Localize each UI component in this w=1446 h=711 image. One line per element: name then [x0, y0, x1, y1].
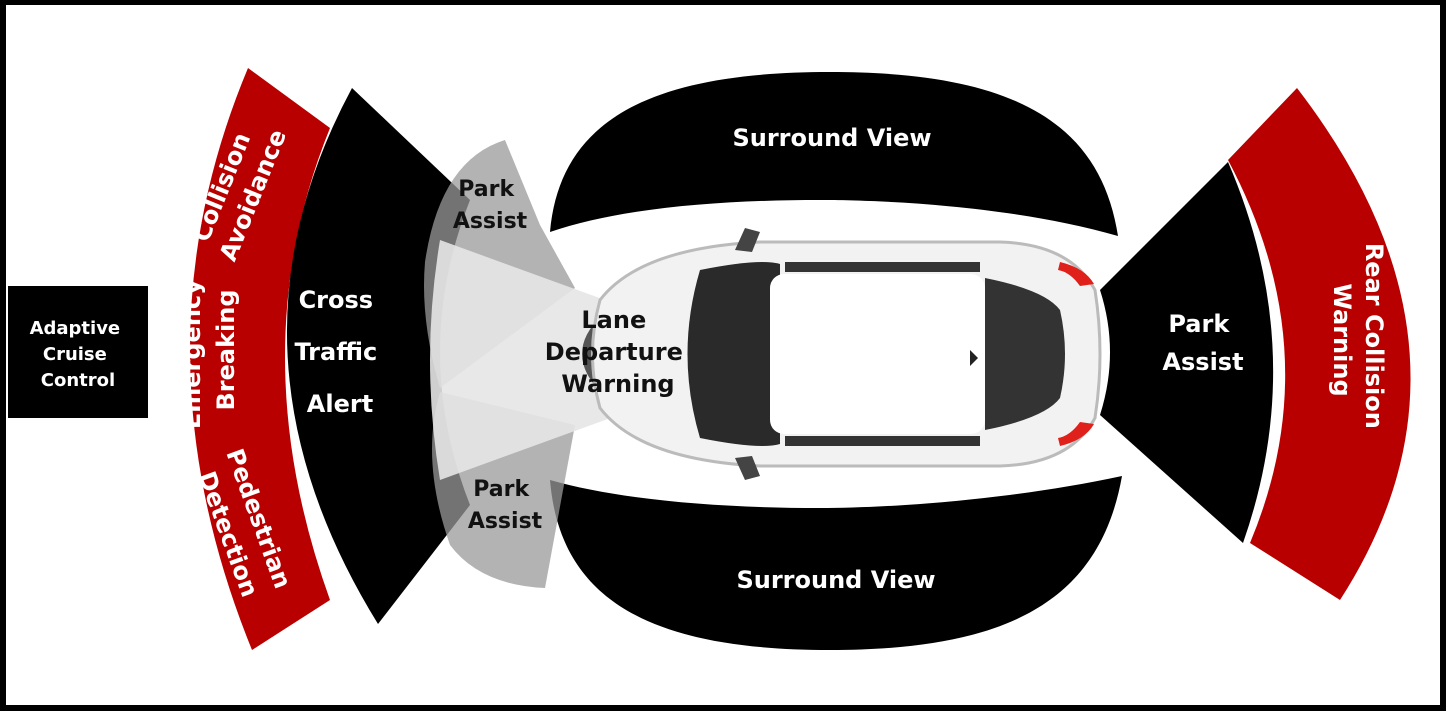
label-adaptive-cruise-control: Adaptive Cruise Control — [30, 318, 127, 391]
rear-park-assist-zone — [1100, 162, 1274, 543]
label-park-assist-rear: Park Assist — [1162, 310, 1243, 376]
adaptive-cruise-control-box — [8, 286, 148, 418]
surround-view-bottom-zone — [550, 476, 1122, 650]
cross-traffic-alert-zone — [286, 88, 470, 624]
label-emergency-breaking: Emergency Breaking — [178, 271, 240, 429]
car-top-view — [582, 228, 1102, 480]
label-cross-traffic-alert: Cross Traffic Alert — [294, 286, 385, 418]
label-surround-view-top: Surround View — [732, 124, 931, 152]
front-red-arc — [189, 68, 330, 650]
label-surround-view-bottom: Surround View — [736, 566, 935, 594]
label-park-assist-front-top: Park Assist — [453, 177, 528, 234]
label-lane-departure-warning: Lane Departure Warning — [545, 306, 691, 398]
surround-view-top-zone — [550, 72, 1118, 236]
rear-collision-warning-arc — [1228, 88, 1411, 600]
label-rear-collision-warning: Rear Collision Warning — [1328, 243, 1388, 437]
label-park-assist-front-bottom: Park Assist — [468, 477, 543, 534]
